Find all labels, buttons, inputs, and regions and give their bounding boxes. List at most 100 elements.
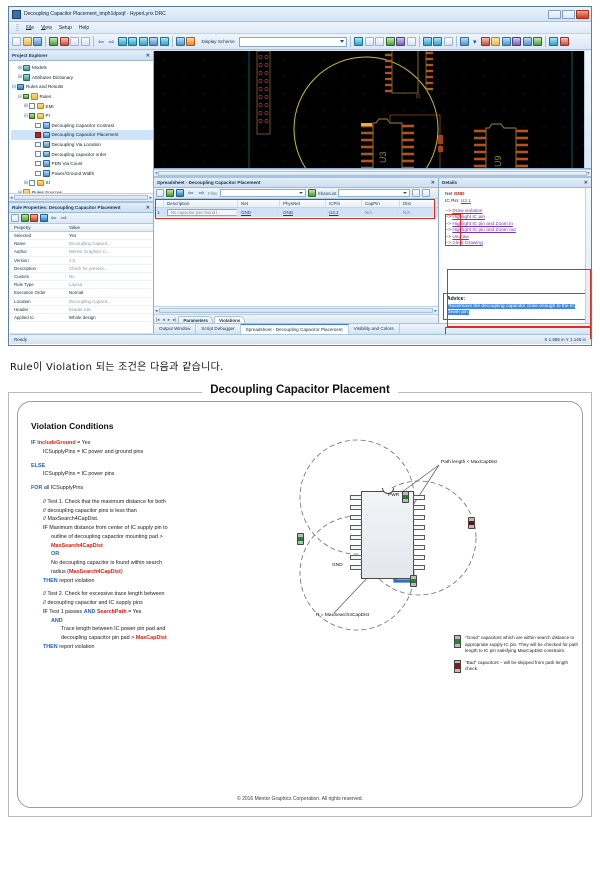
menubar-grip[interactable] [16,23,19,32]
scroll-right-icon[interactable]: ▸ [587,170,590,175]
tree-item-emi[interactable]: ⊞EMI [11,101,153,111]
property-info-icon[interactable] [39,214,48,222]
property-value[interactable]: Whole design [69,314,96,320]
property-value[interactable]: No [69,274,75,280]
tree-item-models[interactable]: ⊞Models [11,63,153,73]
prev-record-icon[interactable]: ◂ [162,317,165,322]
canvas-vscrollbar[interactable] [584,51,591,168]
scroll-right-icon[interactable]: ▸ [434,307,437,314]
step-icon[interactable] [70,37,79,46]
detail-action-row[interactable]: --> Undraw [445,235,587,240]
tree-item-decoupling-capacitor-placement[interactable]: Decoupling Capacitor Placement [11,130,153,140]
details-vscrollbar[interactable] [585,188,591,323]
spreadsheet-tabstrip[interactable]: |◂ ◂ ▸ ▸| Parameters Violations [154,314,438,323]
net-icon[interactable] [522,37,532,46]
detail-action-row[interactable]: --> Draw violation [445,209,587,214]
tab-violations[interactable]: Violations [213,316,246,323]
window-controls[interactable] [548,9,591,19]
report-icon[interactable] [491,37,501,46]
details-action-list[interactable]: --> Draw violation--> Highlight IC pin --… [445,209,587,247]
tree-checkbox[interactable] [29,113,35,119]
detail-action-row[interactable]: --> Highlight IC pin and Zoom out [445,228,587,233]
dropdown-icon[interactable]: ▾ [472,38,477,46]
menu-file[interactable]: File [26,24,35,31]
tree-item-decoupling-via-location[interactable]: Decoupling Via Location [11,140,153,150]
tree-checkbox[interactable] [29,103,35,109]
forward-arrow-icon[interactable]: ⇨ [198,190,205,197]
canvas-hscrollbar[interactable]: ◂ ▸ [154,169,591,176]
detail-action-row[interactable]: --> Highlight IC pin [445,215,587,220]
menu-view[interactable]: View [41,24,52,31]
tree-checkbox[interactable] [23,93,29,100]
property-value[interactable]: Normal [69,290,84,296]
run-icon[interactable] [49,37,58,46]
spreadsheet-grid[interactable]: Description Net PhysNet ICPin CapPin Dis… [154,199,438,306]
pause-icon[interactable] [80,37,90,46]
forward-arrow-icon[interactable]: ⇨ [108,38,115,46]
sharelist-input[interactable] [338,189,411,197]
spreadsheet-hscrollbar[interactable]: ◂ ▸ [154,306,438,314]
group-icon[interactable] [412,189,421,197]
tree-checkbox[interactable] [35,170,41,177]
forward-arrow-icon[interactable]: ⇨ [61,215,67,222]
pcb-canvas[interactable]: U3 [154,51,591,169]
tree-item-pi[interactable]: ⊟PI [11,111,153,121]
tree-item-attributes-dictionary[interactable]: ⊞Attributes Dictionary [11,73,153,83]
cell-physnet[interactable]: GND [280,208,326,217]
property-value[interactable]: header.rule [69,306,91,312]
stackup-icon[interactable] [512,37,522,46]
menubar[interactable]: File View Setup Help [9,22,591,34]
mail-icon[interactable] [406,37,416,46]
settings-icon[interactable] [559,37,569,46]
comment-icon[interactable] [385,37,395,46]
filter-icon[interactable] [307,189,316,197]
explorer-hscrollbar[interactable]: ◂ ▸ [9,193,153,201]
property-reset-icon[interactable] [30,214,38,222]
refresh-icon[interactable] [166,189,174,197]
waveform-icon[interactable] [501,37,511,46]
detail-action-row[interactable]: --> Highlight IC pin and Zoom in [445,222,587,227]
property-apply-icon[interactable] [20,214,29,222]
zoom-in-icon[interactable] [117,37,127,46]
property-value[interactable]: Mentor Graphics C... [69,249,110,255]
filter-input[interactable] [219,189,306,197]
properties-toolbar[interactable]: ⇦ ⇨ [9,213,153,224]
close-button[interactable] [576,9,589,19]
property-value[interactable]: Decoupling Capacit... [69,298,111,304]
select-icon[interactable] [443,37,453,46]
tree-item-power-ground-width[interactable]: Power/Ground Width [11,169,153,179]
detail-action-link[interactable]: Draw violation [452,208,483,214]
zoom-out-icon[interactable] [128,37,137,46]
expander-icon[interactable]: ⊞ [17,64,23,71]
scroll-thumb[interactable] [158,170,587,176]
minimize-button[interactable] [548,9,561,19]
measure-icon[interactable] [422,37,432,46]
detail-action-row[interactable]: --> Clear Drawing [445,241,587,246]
table-row[interactable]: 1 No capacitor pins found f... GND GND [154,208,438,217]
scroll-thumb[interactable] [158,308,434,313]
menu-setup[interactable]: Setup [58,24,72,31]
property-value[interactable]: Yes [69,233,77,239]
tree-item-decoupling-capacitor-contrast[interactable]: Decoupling Capacitor Contrast [11,121,153,131]
tree-checkbox[interactable] [35,122,41,129]
tab-visibility-and-colors[interactable]: Visibility and Colors [349,323,400,334]
physnet-link[interactable]: GND [283,210,293,215]
columns-icon[interactable] [176,189,184,197]
property-grid-icon[interactable] [11,214,19,222]
tree-item-si[interactable]: ⊞SI [11,178,153,188]
back-arrow-icon[interactable]: ⇦ [50,215,57,222]
project-tree[interactable]: ⊞Models⊞Attributes Dictionary⊟Rules and … [9,61,153,193]
back-arrow-icon[interactable]: ⇦ [187,190,194,197]
tree-checkbox[interactable] [29,180,35,186]
board-icon[interactable] [459,37,469,46]
export-icon[interactable] [156,189,164,197]
tree-checkbox[interactable] [35,141,41,148]
